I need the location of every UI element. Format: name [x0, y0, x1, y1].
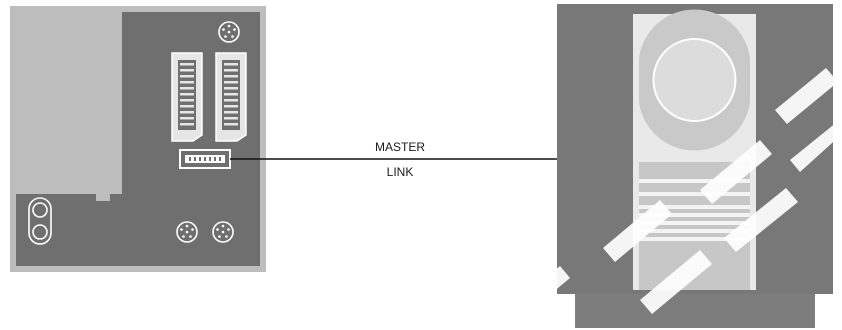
- rear-connection-panel: [10, 6, 266, 272]
- speaker-base: [575, 292, 815, 328]
- rca-socket-icon: [28, 197, 52, 245]
- scart-socket-icon: [215, 52, 247, 142]
- din-socket-icon: [176, 221, 198, 243]
- speaker-device: [557, 4, 833, 328]
- cable-label-master: MASTER: [375, 140, 425, 154]
- speaker-grille: [639, 179, 750, 241]
- scart-socket-icon: [171, 52, 203, 142]
- speaker-driver: [652, 38, 737, 122]
- din-socket-icon: [212, 221, 234, 243]
- cable-label-link: LINK: [387, 165, 414, 179]
- watermark-graphic: [512, 68, 842, 318]
- speaker-driver-frame-top: [639, 9, 750, 59]
- masterlink-socket-icon: [179, 149, 231, 169]
- panel-notch: [96, 193, 110, 201]
- din-socket-icon: [218, 21, 240, 43]
- speaker-driver-frame-bottom: [639, 102, 750, 151]
